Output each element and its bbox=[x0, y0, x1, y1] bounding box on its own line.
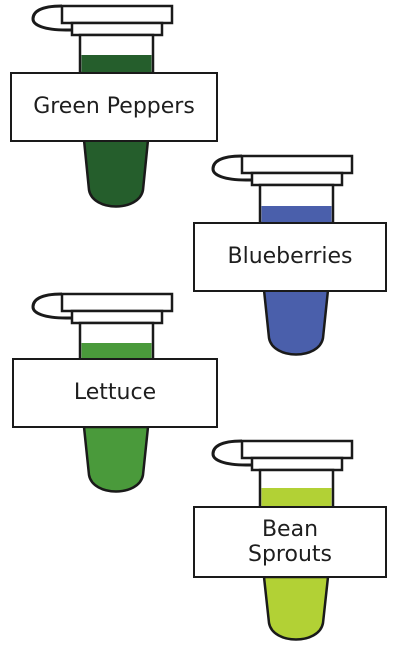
label-green-peppers: Green Peppers bbox=[10, 72, 218, 142]
label-blueberries: Blueberries bbox=[193, 222, 387, 292]
label-lettuce: Lettuce bbox=[12, 358, 218, 428]
label-bean-sprouts: Bean Sprouts bbox=[193, 506, 387, 578]
